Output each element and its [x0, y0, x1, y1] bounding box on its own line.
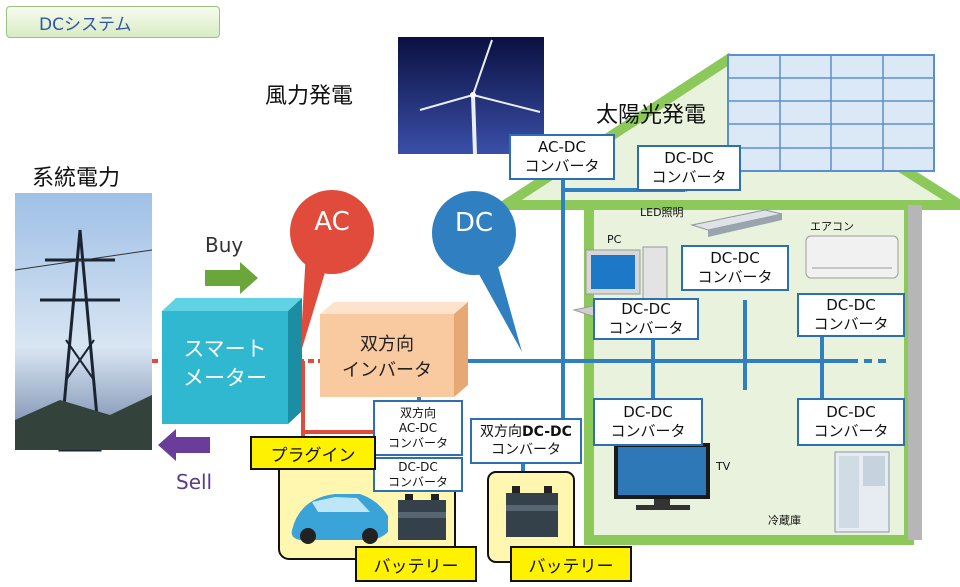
bidir-dcdc-bold: DC-DC: [522, 424, 572, 440]
fridge-image: [834, 451, 890, 533]
smart-meter-box: [162, 298, 302, 424]
pc-label: PC: [607, 233, 622, 246]
wind-turbine-image: [398, 37, 544, 155]
inverter-label: 双方向 インバータ: [342, 334, 432, 381]
dcdc-converter-aircon: DC-DC コンバータ: [797, 293, 905, 337]
ev-battery-image: [398, 494, 446, 540]
dcdc-converter-led: DC-DC コンバータ: [681, 245, 789, 291]
battery-tag-left: バッテリー: [355, 546, 477, 582]
inverter-box: [320, 302, 468, 397]
bidirectional-acdc-converter: 双方向 AC-DC コンバータ: [373, 400, 463, 456]
dcdc-converter-pc: DC-DC コンバータ: [593, 298, 699, 340]
plugin-tag: プラグイン: [250, 436, 376, 470]
bidirectional-dcdc-converter: 双方向DC-DC コンバータ: [470, 418, 582, 464]
page-title: DCシステム: [6, 6, 220, 38]
solar-panel: [727, 54, 935, 172]
ac-label: AC: [314, 207, 350, 237]
electric-car-image: [291, 494, 388, 544]
buy-label: Buy: [205, 233, 244, 257]
sell-arrow: [158, 429, 210, 461]
dc-callout: [432, 191, 522, 352]
tv-image: [614, 443, 710, 510]
solar-power-label: 太陽光発電: [596, 103, 707, 128]
wind-power-label: 風力発電: [265, 84, 354, 109]
bidir-dcdc-suffix: コンバータ: [491, 442, 561, 458]
dcdc-converter-top: DC-DC コンバータ: [637, 145, 741, 191]
dcdc-converter-tv: DC-DC コンバータ: [593, 398, 703, 446]
battery-tag-right: バッテリー: [510, 546, 632, 582]
grid-power-label: 系統電力: [32, 166, 121, 191]
dcdc-converter-ev: DC-DC コンバータ: [373, 457, 463, 492]
dcdc-converter-fridge: DC-DC コンバータ: [797, 398, 905, 446]
home-battery-image: [506, 486, 558, 537]
smart-meter-label: スマート メーター: [183, 337, 267, 390]
acdc-converter-top: AC-DC コンバータ: [509, 134, 615, 180]
aircon-label: エアコン: [810, 220, 854, 233]
sell-label: Sell: [176, 470, 213, 494]
ac-callout: [290, 190, 374, 355]
dc-label: DC: [454, 208, 494, 238]
led-light-image: [690, 209, 783, 237]
tv-label: TV: [716, 460, 731, 473]
led-label: LED照明: [640, 206, 684, 219]
buy-arrow: [205, 262, 258, 294]
fridge-label: 冷蔵庫: [768, 514, 801, 527]
pc-image: [572, 246, 668, 317]
aircon-image: [805, 235, 899, 279]
power-pylon-image: [14, 193, 153, 452]
bidir-dcdc-prefix: 双方向: [480, 424, 523, 440]
